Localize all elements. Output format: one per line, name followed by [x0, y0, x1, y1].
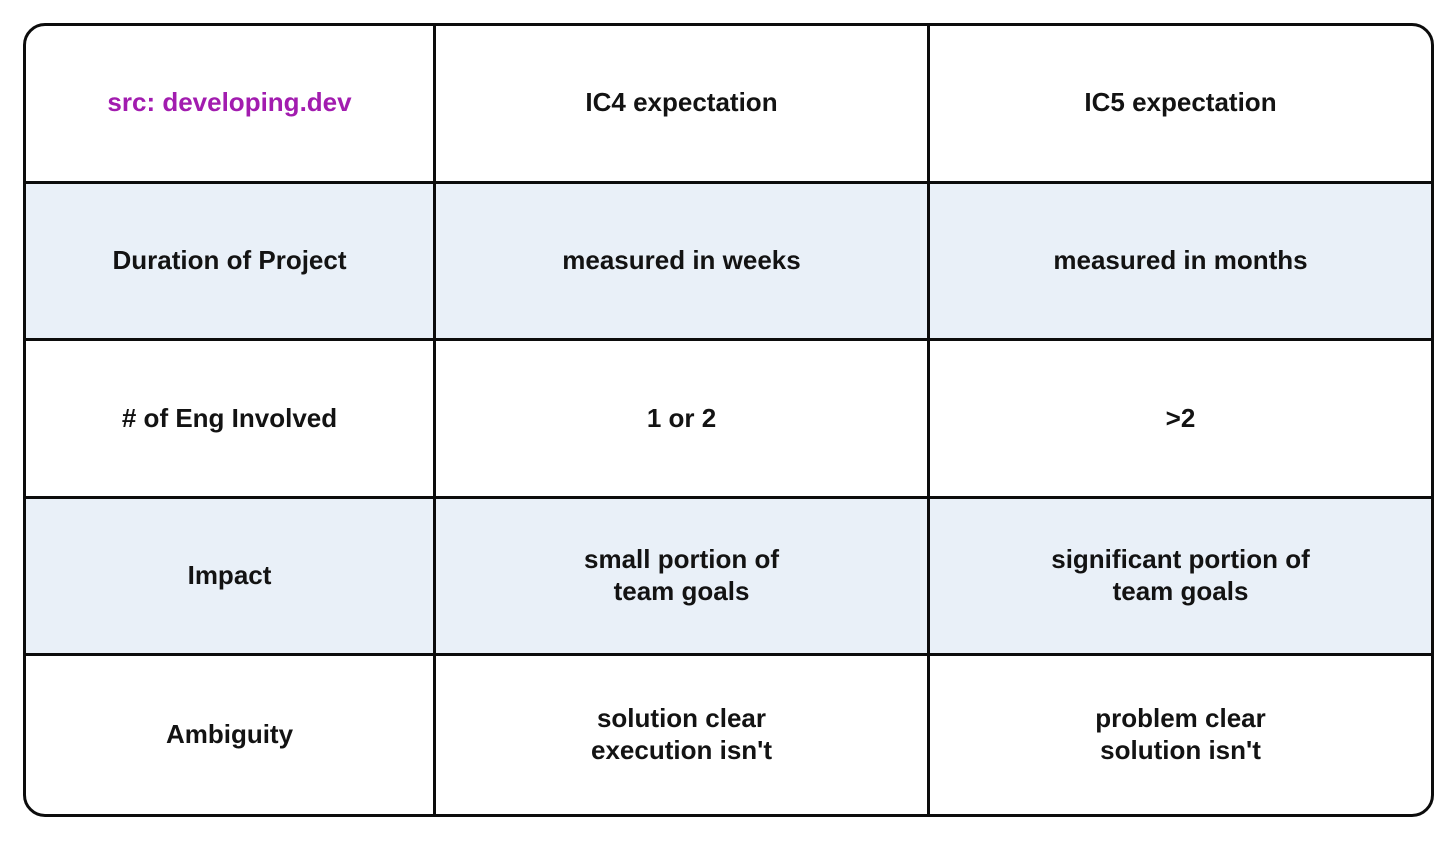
cell-ambiguity-ic4: solution clear execution isn't [436, 656, 930, 814]
cell-ambiguity-ic5: problem clear solution isn't [1095, 703, 1266, 766]
cell-impact-ic5: significant portion of team goals [930, 498, 1431, 657]
column-header-ic4: IC4 expectation [436, 26, 930, 184]
cell-eng-count-ic5: >2 [930, 341, 1431, 499]
cell-duration-ic5: measured in months [930, 183, 1431, 342]
source-link[interactable]: src: developing.dev [107, 87, 352, 118]
row-label-eng-count: # of Eng Involved [26, 341, 436, 499]
cell-duration-ic4: measured in weeks [436, 183, 930, 342]
source-cell: src: developing.dev [26, 26, 436, 184]
row-label-impact: Impact [26, 498, 436, 657]
row-label-duration: Duration of Project [26, 183, 436, 342]
cell-eng-count-ic4: 1 or 2 [436, 341, 930, 499]
column-header-ic5: IC5 expectation [930, 26, 1431, 184]
ic-comparison-table: src: developing.dev IC4 expectation IC5 … [23, 23, 1434, 817]
cell-impact-ic4: small portion of team goals [436, 498, 930, 657]
row-label-ambiguity: Ambiguity [26, 656, 436, 814]
